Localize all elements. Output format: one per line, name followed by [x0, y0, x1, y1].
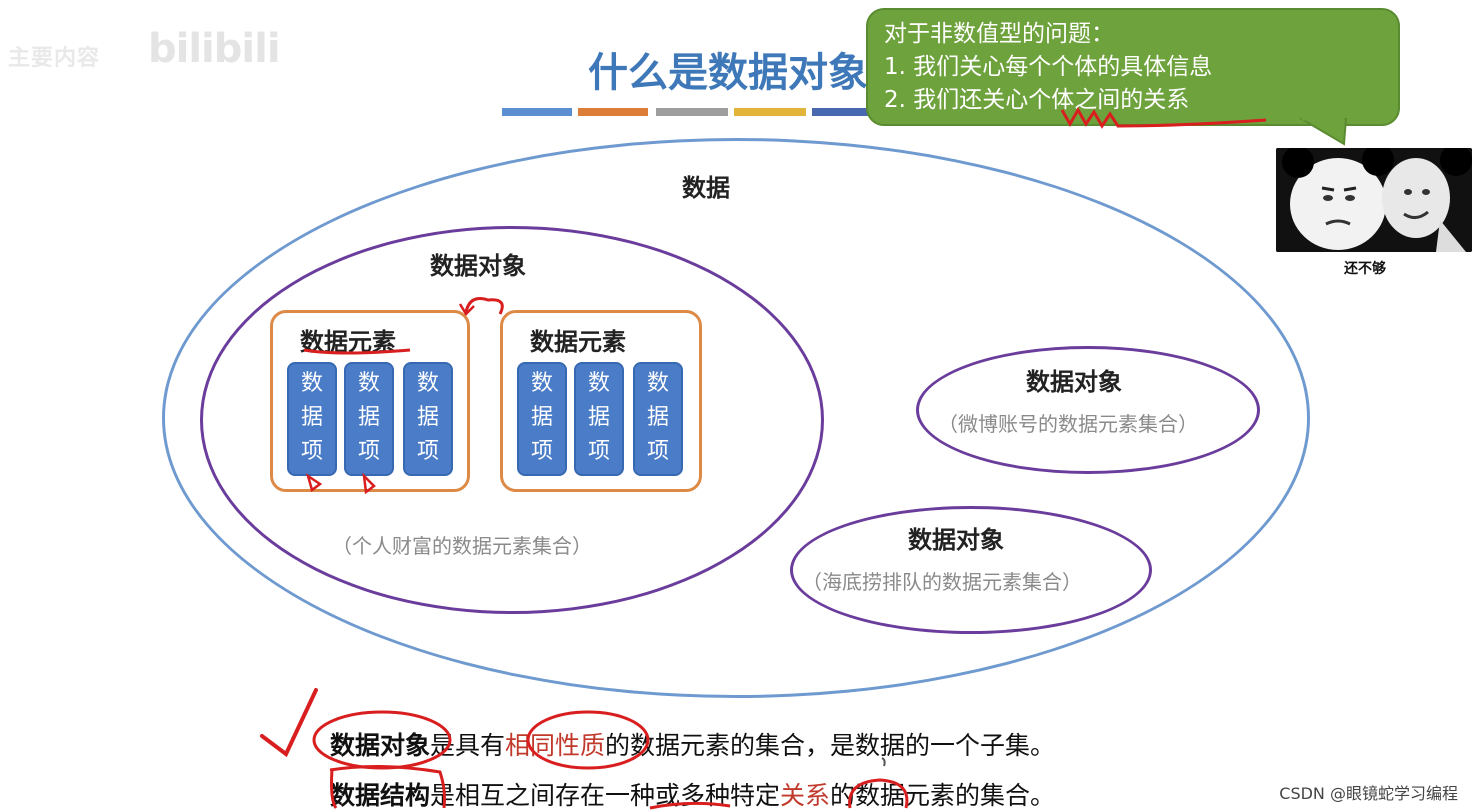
- data-object-main-caption: （个人财富的数据元素集合）: [332, 534, 592, 558]
- data-item: 数据项: [574, 362, 624, 476]
- definition-highlight: 关系: [780, 781, 831, 810]
- data-item: 数据项: [517, 362, 567, 476]
- data-object-haidilao-caption: （海底捞排队的数据元素集合）: [802, 570, 1082, 594]
- watermark-text: 主要内容: [8, 46, 101, 71]
- panda-meme-image: [1276, 148, 1472, 252]
- data-object-haidilao-label: 数据对象: [908, 526, 1004, 554]
- data-object-weibo-label: 数据对象: [1026, 368, 1122, 396]
- panda-face-icon: [1276, 148, 1472, 252]
- bubble-line-1: 对于非数值型的问题：: [884, 21, 1114, 47]
- definition-data-structure: 数据结构是相互之间存在一种或多种特定关系的数据元素的集合。: [330, 776, 1055, 812]
- title-bar-segment: [656, 108, 728, 116]
- title-bar-segment: [734, 108, 806, 116]
- speech-bubble: 对于非数值型的问题： 1. 我们关心每个个体的具体信息 2. 我们还关心个体之间…: [866, 8, 1400, 126]
- definition-text: 是相互之间存在一种或多种特定: [430, 781, 781, 810]
- definition-text: 的数据元素的集合。: [830, 781, 1056, 810]
- data-item: 数据项: [287, 362, 337, 476]
- title-bar-segment: [578, 108, 648, 116]
- definition-text: 的数据元素的集合，是数据的一个子集。: [605, 731, 1056, 760]
- bubble-line-3: 2. 我们还关心个体之间的关系: [884, 87, 1190, 113]
- meme-caption: 还不够: [1344, 261, 1386, 277]
- data-item: 数据项: [633, 362, 683, 476]
- title-bar-segment: [812, 108, 872, 116]
- definition-term: 数据结构: [330, 781, 431, 810]
- definition-data-object: 数据对象是具有相同性质的数据元素的集合，是数据的一个子集。: [330, 726, 1055, 762]
- data-item: 数据项: [344, 362, 394, 476]
- checkmark-icon: [260, 688, 318, 758]
- bubble-line-2: 1. 我们关心每个个体的具体信息: [884, 54, 1213, 80]
- definition-term: 数据对象: [330, 731, 431, 760]
- data-element-1-label: 数据元素: [300, 328, 396, 356]
- data-object-haidilao: [790, 506, 1152, 634]
- page-title: 什么是数据对象: [588, 50, 868, 96]
- bilibili-watermark: bilibili: [148, 26, 281, 72]
- data-label: 数据: [682, 174, 730, 202]
- data-item: 数据项: [403, 362, 453, 476]
- definition-highlight: 相同性质: [505, 731, 606, 760]
- data-element-2-label: 数据元素: [530, 328, 626, 356]
- data-object-main: [200, 226, 824, 614]
- data-object-weibo-caption: （微博账号的数据元素集合）: [938, 412, 1198, 436]
- data-ellipse: [162, 138, 1310, 698]
- csdn-watermark: CSDN @眼镜蛇学习编程: [1279, 784, 1458, 803]
- data-object-main-label: 数据对象: [430, 252, 526, 280]
- bubble-tail-icon: [1300, 118, 1348, 146]
- definition-text: 是具有: [430, 731, 506, 760]
- title-bar-segment: [502, 108, 572, 116]
- data-object-weibo: [916, 346, 1260, 474]
